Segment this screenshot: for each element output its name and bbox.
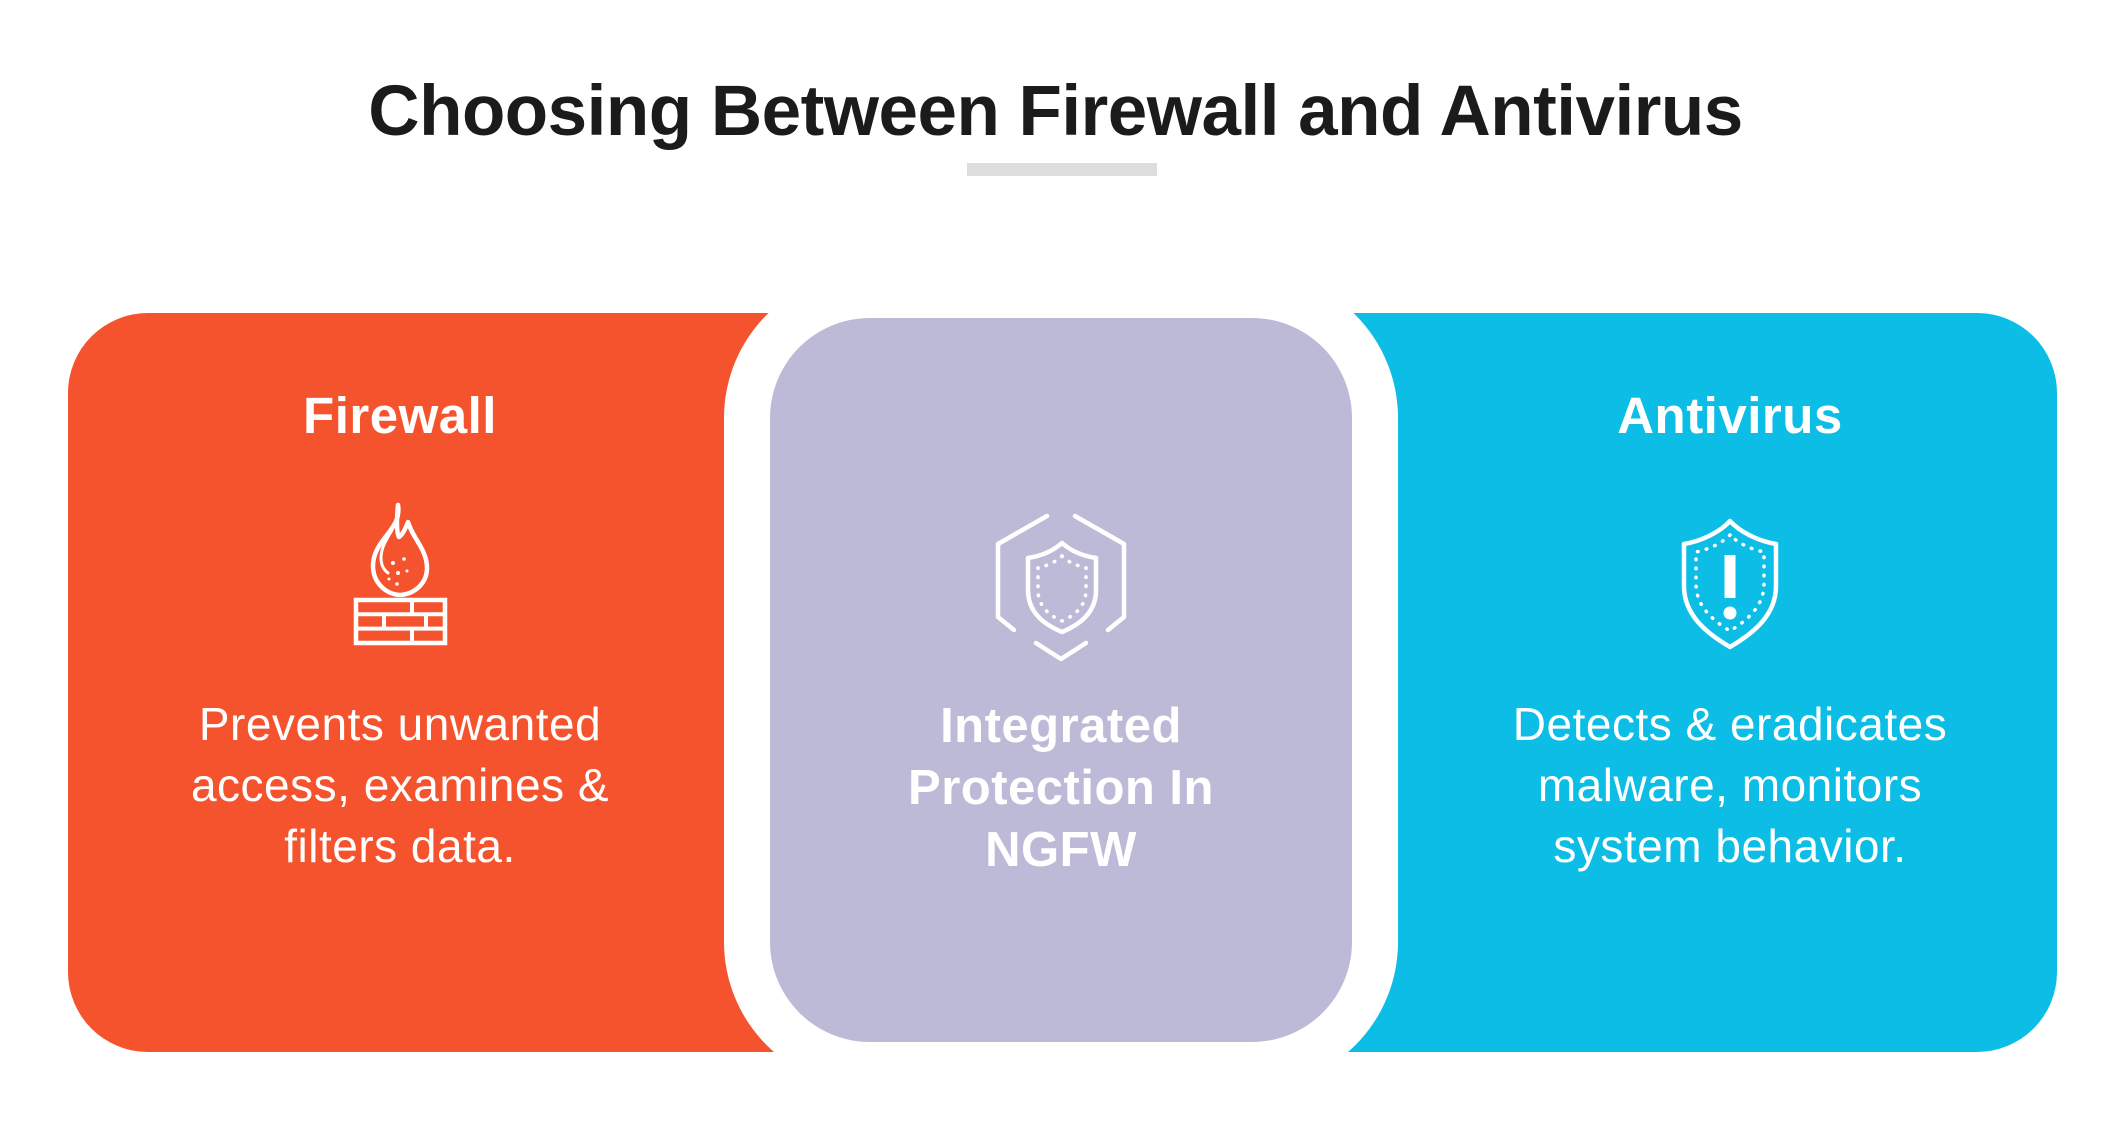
ngfw-card-shape bbox=[770, 318, 1352, 1042]
label-line: NGFW bbox=[985, 823, 1137, 877]
page-title: Choosing Between Firewall and Antivirus bbox=[368, 72, 1743, 151]
exclamation-dot bbox=[1723, 606, 1737, 620]
firewall-card-description: Prevents unwanted access, examines & fil… bbox=[100, 694, 700, 877]
firewall-card-shape bbox=[68, 313, 830, 1052]
description-line: Detects & eradicates bbox=[1512, 698, 1948, 750]
flame-speckles bbox=[387, 557, 409, 586]
ngfw-card-label: Integrated Protection In NGFW bbox=[761, 695, 1361, 881]
antivirus-card-description: Detects & eradicates malware, monitors s… bbox=[1430, 694, 2030, 877]
shield-hexagon-icon bbox=[995, 513, 1127, 662]
label-line: Integrated bbox=[940, 699, 1182, 753]
description-line: Prevents unwanted bbox=[198, 698, 602, 750]
description-line: access, examines & bbox=[190, 759, 610, 811]
description-line: filters data. bbox=[284, 820, 516, 872]
firewall-icon bbox=[353, 502, 448, 646]
antivirus-card-title: Antivirus bbox=[1617, 387, 1843, 444]
description-line: malware, monitors bbox=[1537, 759, 1923, 811]
title-divider bbox=[967, 163, 1157, 176]
description-line: system behavior. bbox=[1553, 820, 1907, 872]
firewall-card-title: Firewall bbox=[303, 387, 497, 444]
shield-exclamation-icon bbox=[1681, 518, 1779, 650]
label-line: Protection In bbox=[908, 761, 1214, 815]
antivirus-card-shape bbox=[1340, 313, 2057, 1052]
